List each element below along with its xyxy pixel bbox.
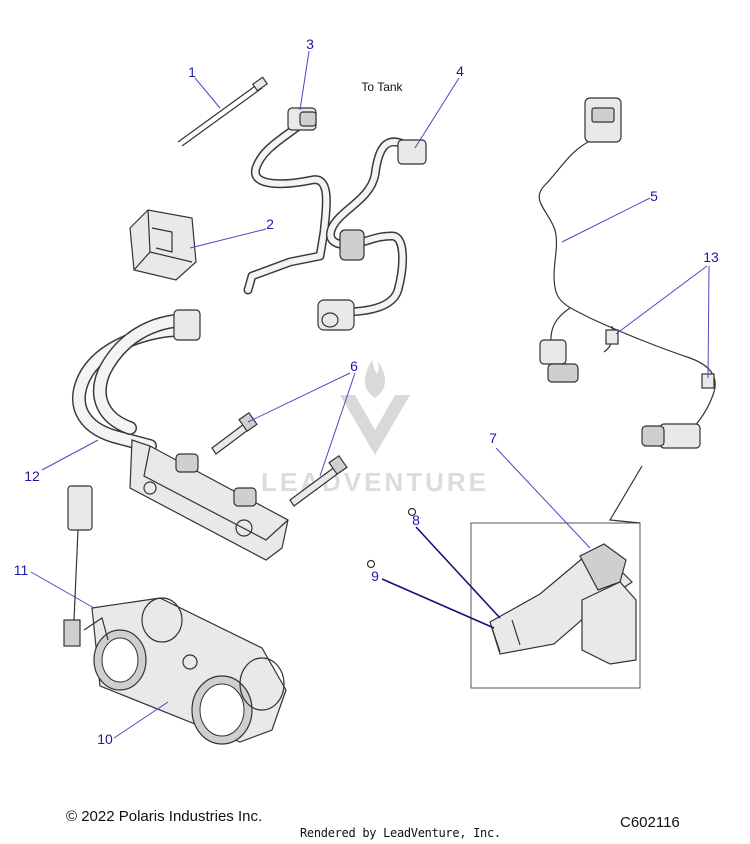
watermark-logo: LEADVENTURE: [261, 360, 489, 497]
watermark-text: LEADVENTURE: [261, 467, 489, 497]
part-5-injector-harness: [538, 97, 716, 449]
callout-labels: 1 2 3 4 5 6 7 8 9 10 11 12 13: [14, 36, 719, 747]
callout-12: 12: [24, 468, 40, 484]
callout-8: 8: [412, 512, 420, 528]
callout-1: 1: [188, 64, 196, 80]
callout-9: 9: [371, 568, 379, 584]
copyright-text: © 2022 Polaris Industries Inc.: [66, 808, 263, 825]
callout-10: 10: [97, 731, 113, 747]
callout-11: 11: [14, 562, 29, 578]
leader-lines: [30, 50, 710, 739]
part-4-fuel-line: [317, 137, 427, 331]
callout-3: 3: [306, 36, 314, 52]
to-tank-annotation: To Tank: [361, 80, 403, 94]
detail-box: [470, 465, 643, 689]
callout-2: 2: [266, 216, 274, 232]
part-2-clip: [129, 209, 197, 281]
callout-13: 13: [703, 249, 719, 265]
part-11-sensor: [63, 485, 93, 647]
part-12-fuel-rail: [72, 309, 289, 561]
small-seals: [366, 507, 417, 569]
part-1-cable-tie: [177, 76, 269, 147]
callout-5: 5: [650, 188, 658, 204]
callout-7: 7: [489, 430, 497, 446]
diagram-code: C602116: [620, 814, 680, 831]
callout-4: 4: [456, 63, 464, 79]
callout-6: 6: [350, 358, 358, 374]
rendered-by-text: Rendered by LeadVenture, Inc.: [300, 826, 501, 840]
part-10-throttle-body: [83, 597, 287, 745]
part-3-fuel-line: [243, 107, 331, 295]
